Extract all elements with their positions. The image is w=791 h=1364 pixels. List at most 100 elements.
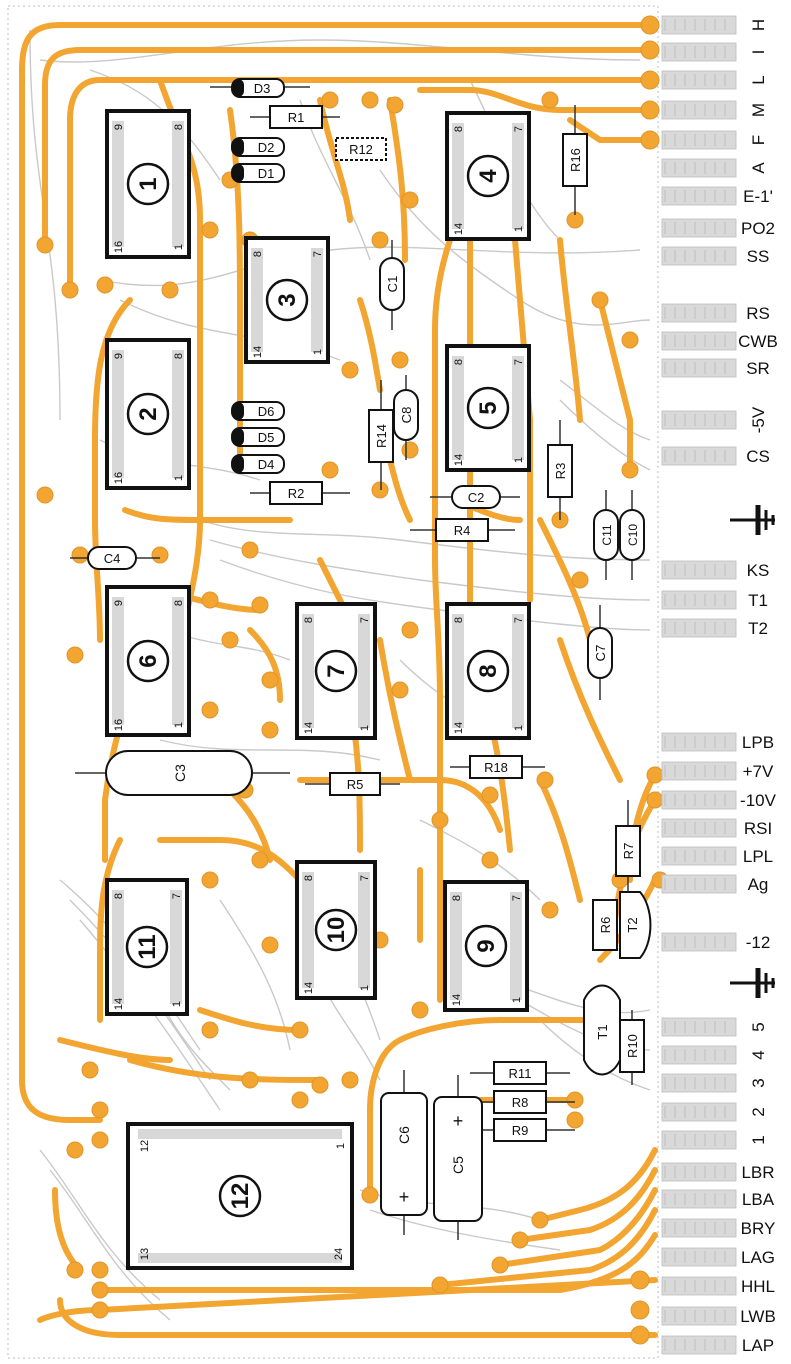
pin-number: 14 [113, 998, 125, 1010]
resistor-label: R11 [509, 1066, 532, 1081]
connector-pin: H [661, 15, 768, 35]
resistor-r16: R16 [562, 105, 588, 215]
capacitor-label: C10 [626, 524, 640, 546]
pin-number: 16 [113, 472, 125, 484]
resistor-label: R5 [347, 777, 364, 792]
connector-pin: M [661, 100, 768, 120]
pin-number: 8 [173, 600, 185, 606]
connector-pin: I [661, 42, 768, 62]
connector-pin: -10V [661, 790, 777, 810]
connector-pin: 3 [661, 1073, 768, 1093]
pin-number: 1 [173, 722, 185, 728]
ground-symbol [730, 505, 775, 535]
pin-number: 8 [113, 893, 125, 899]
resistor-r11: R11 [470, 1061, 570, 1085]
connector-label: H [749, 19, 768, 31]
connector-label: PO2 [741, 219, 775, 238]
connector-label: F [749, 135, 768, 145]
connector-label: LWB [740, 1307, 776, 1326]
resistor-r9: R9 [470, 1118, 575, 1142]
pin-number: 24 [333, 1248, 345, 1260]
capacitor-label: C2 [468, 490, 485, 505]
resistor-r12: R12 [335, 137, 387, 161]
pin-number: 7 [513, 126, 525, 132]
pin-number: 9 [113, 353, 125, 359]
resistor-r3: R3 [547, 420, 573, 520]
diode-label: D6 [258, 404, 275, 419]
resistor-r18: R18 [450, 755, 545, 779]
connector-pin: -5V [661, 406, 768, 433]
connector-label: -5V [749, 406, 768, 433]
chip-number: 7 [323, 664, 350, 677]
resistor-r2: R2 [250, 481, 350, 505]
connector-label: 5 [749, 1022, 768, 1031]
connector-pin: 1 [661, 1130, 768, 1150]
connector-pin: SS [661, 246, 770, 266]
capacitor-c10: C10 [619, 490, 645, 580]
chip-number: 5 [475, 401, 502, 414]
pin-number: 14 [303, 722, 315, 734]
resistor-label: R8 [512, 1095, 529, 1110]
chip-number: 1 [135, 177, 162, 190]
resistor-r8: R8 [470, 1090, 575, 1114]
diode-label: D4 [258, 457, 275, 472]
capacitor-c3: C3 [75, 750, 290, 796]
pin-number: 7 [513, 617, 525, 623]
discrete-components: D3 D2 D1 D6 D5 D4 [70, 78, 775, 1240]
pin-number: 8 [303, 875, 315, 881]
ground-symbol [730, 968, 775, 998]
connector-label: A [749, 162, 768, 174]
diode-d6: D6 [231, 401, 285, 421]
pin-number: 8 [303, 617, 315, 623]
connector-label: SS [747, 247, 770, 266]
connector-label: SR [746, 359, 770, 378]
pin-number: 7 [171, 893, 183, 899]
connector-pin: CS [661, 446, 770, 466]
connector-label: HHL [741, 1277, 775, 1296]
polarity-plus: + [453, 1111, 464, 1131]
connector-pin: A [661, 158, 768, 178]
pin-number: 7 [312, 251, 324, 257]
connector-pin: BRY [661, 1218, 775, 1238]
connector-pin: +7V [661, 761, 774, 781]
connector-label: LBR [741, 1163, 774, 1182]
connector-label: 1 [749, 1135, 768, 1144]
resistor-label: R3 [553, 463, 568, 480]
capacitor-label: C3 [172, 764, 188, 782]
pin-number: 7 [359, 875, 371, 881]
capacitor-c8: C8 [393, 375, 419, 460]
connector-pin: LBA [661, 1189, 775, 1209]
connector-pin: RS [661, 303, 770, 323]
pin-number: 8 [252, 251, 264, 257]
connector-pin: F [661, 130, 768, 150]
capacitor-c11: C11 [593, 490, 619, 580]
pin-number: 1 [513, 226, 525, 232]
connector-pin: CWB [661, 331, 778, 351]
connector-pin: LPL [661, 846, 773, 866]
resistor-r10: R10 [619, 1010, 645, 1085]
pin-number: 14 [453, 722, 465, 734]
connector-pin: 2 [661, 1102, 768, 1122]
connector-pin: LPB [661, 732, 774, 752]
resistor-label: R6 [598, 917, 613, 934]
capacitor-label: C8 [399, 407, 414, 424]
pin-number: 16 [113, 719, 125, 731]
pin-number: 1 [359, 985, 371, 991]
connector-label: LPB [742, 733, 774, 752]
pin-number: 7 [513, 359, 525, 365]
capacitor-c6: C6 + [380, 1070, 428, 1235]
resistor-label: R7 [621, 843, 636, 860]
connector-label: E-1' [743, 187, 773, 206]
connector-pin: RSI [661, 818, 772, 838]
pin-number: 1 [513, 725, 525, 731]
connector-label: -12 [746, 933, 771, 952]
capacitor-label: C7 [593, 645, 608, 662]
connector-pin: T1 [661, 590, 768, 610]
pin-number: 1 [513, 457, 525, 463]
pin-number: 8 [173, 353, 185, 359]
